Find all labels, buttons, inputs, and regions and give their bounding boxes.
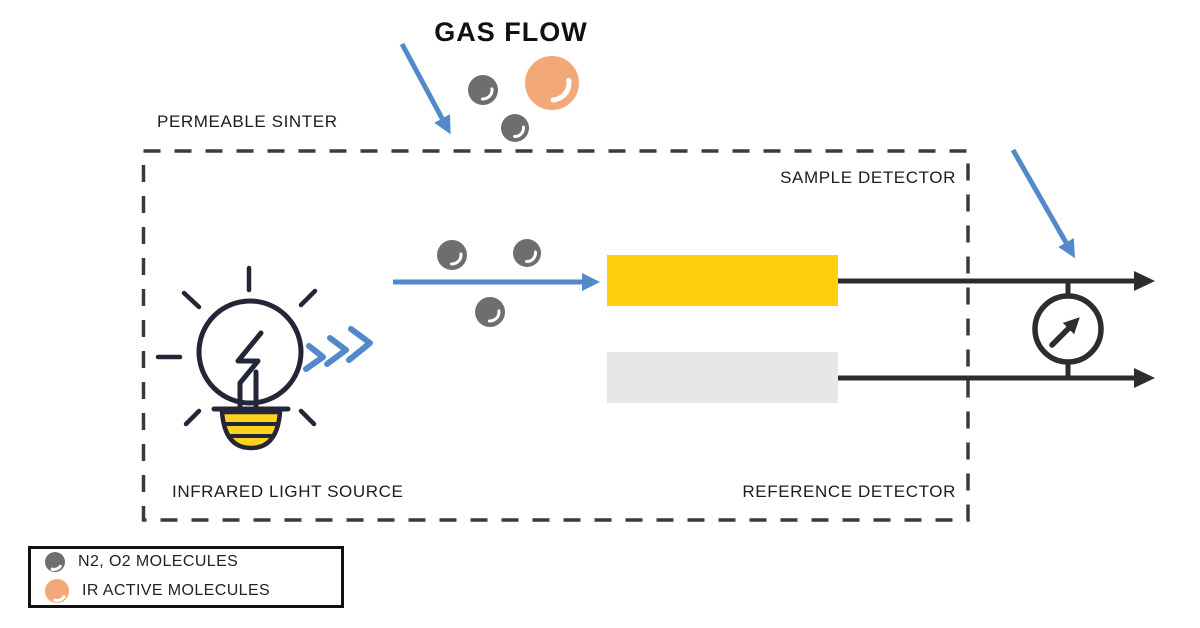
molecule-shine <box>517 243 537 263</box>
molecule-shine <box>441 244 463 266</box>
bulb-base <box>219 409 283 451</box>
sample-detector-block <box>607 255 838 306</box>
reference-detector-label: REFERENCE DETECTOR <box>742 482 956 501</box>
permeable-sinter-label: PERMEABLE SINTER <box>157 112 338 131</box>
ir-emission-chevrons-icon <box>303 326 373 372</box>
molecule-shine <box>532 63 572 103</box>
n2-o2-molecule <box>437 240 467 270</box>
n2-o2-molecule <box>468 75 498 105</box>
gas-flow-arrow <box>399 42 451 135</box>
diagram-title: GAS FLOW <box>434 17 588 47</box>
detector-pointer-arrow <box>1010 148 1075 259</box>
n2-o2-molecule <box>475 297 505 327</box>
legend-item-n2-o2: N2, O2 MOLECULES <box>45 551 341 572</box>
legend-item-label: IR ACTIVE MOLECULES <box>82 581 271 599</box>
sensor-chamber-dashed-border <box>141 149 970 522</box>
bulb-glass <box>196 298 304 406</box>
molecule-shine <box>472 79 494 101</box>
gray-molecule-icon <box>45 551 65 572</box>
chamber-molecules <box>437 239 541 327</box>
gas-flow-molecules <box>468 56 579 142</box>
meter-needle <box>1049 317 1080 348</box>
molecule-shine <box>505 118 525 138</box>
legend-item-label: N2, O2 MOLECULES <box>78 552 239 570</box>
sample-detector-label: SAMPLE DETECTOR <box>780 168 956 187</box>
filament-bolt <box>235 330 264 386</box>
bulb-rays <box>155 265 318 427</box>
infrared-light-source-label: INFRARED LIGHT SOURCE <box>172 482 404 501</box>
meter-icon <box>1032 283 1104 377</box>
reference-detector-block <box>607 352 838 403</box>
legend: N2, O2 MOLECULES IR ACTIVE MOLECULES <box>28 546 344 608</box>
molecule-shine <box>479 301 501 323</box>
light-bulb-icon <box>155 265 318 451</box>
orange-molecule-icon <box>45 578 69 603</box>
legend-item-ir-active: IR ACTIVE MOLECULES <box>45 578 341 603</box>
